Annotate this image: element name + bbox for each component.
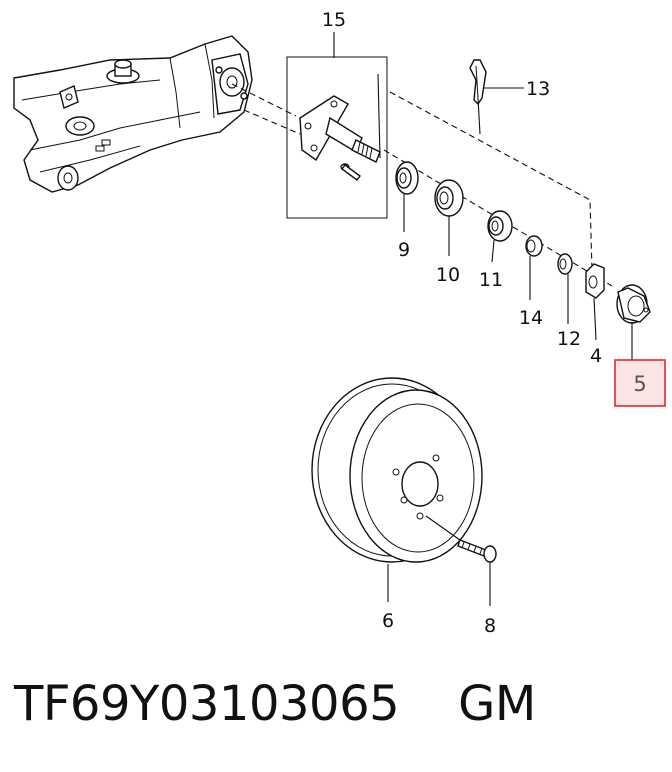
callout-13[interactable]: 13: [526, 78, 550, 100]
callout-15[interactable]: 15: [322, 9, 346, 31]
part-11-outer-bearing: [487, 210, 513, 242]
part-4-castle-nut: [585, 263, 605, 299]
part-9-oil-seal: [395, 161, 419, 195]
part-number: TF69Y03103065: [14, 676, 400, 732]
leader-lines: [333, 32, 633, 606]
callout-5[interactable]: 5: [633, 372, 646, 396]
callout-10[interactable]: 10: [436, 264, 460, 286]
callout-5-highlight: [614, 359, 666, 407]
callout-14[interactable]: 14: [519, 307, 543, 329]
assembly-lines: [231, 83, 613, 287]
callout-11[interactable]: 11: [479, 269, 503, 291]
brand-name: GM: [458, 676, 536, 732]
part-13-cotter-pin: [469, 59, 524, 135]
part-12-washer: [557, 253, 573, 275]
parts-diagram: 15 13 9 10 11 14 12 4 5 6 8: [13, 9, 666, 637]
callouts: 15 13 9 10 11 14 12 4 5 6 8: [322, 9, 666, 637]
part-5-hub-cap: [616, 284, 651, 324]
part-10-inner-bearing: [434, 179, 464, 217]
part-14-bearing-race: [525, 235, 543, 257]
callout-4[interactable]: 4: [590, 345, 602, 367]
callout-12[interactable]: 12: [557, 328, 581, 350]
callout-8[interactable]: 8: [484, 615, 496, 637]
part-6-brake-drum: [311, 377, 483, 563]
part-15-stub-axle: [286, 56, 388, 219]
rear-axle-beam: [13, 35, 253, 193]
callout-9[interactable]: 9: [398, 239, 410, 261]
callout-6[interactable]: 6: [382, 610, 394, 632]
part-number-caption: TF69Y03103065 GM: [14, 676, 536, 732]
